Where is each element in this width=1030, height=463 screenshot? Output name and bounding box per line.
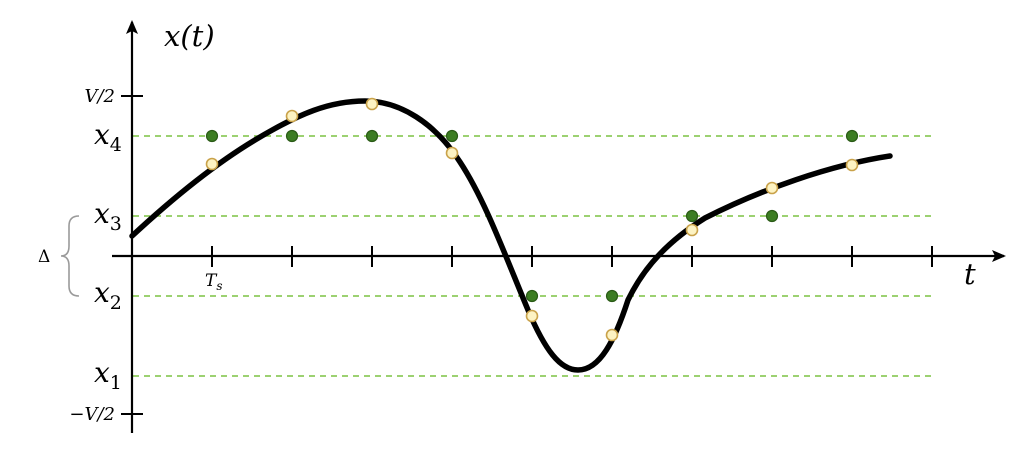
delta-brace — [60, 215, 80, 297]
sample-point — [365, 97, 379, 111]
quantized-point — [205, 129, 219, 143]
level-label-x4: x4 — [94, 118, 122, 156]
quantized-point — [845, 129, 859, 143]
level-label-x2: x2 — [94, 276, 122, 314]
sample-point — [845, 158, 859, 172]
y-axis-label: x(t) — [164, 19, 215, 53]
delta-label: Δ — [38, 247, 50, 267]
sample-point — [445, 146, 459, 160]
quantized-point — [765, 209, 779, 223]
y-tick-label-bottom: −V/2 — [69, 404, 115, 425]
quantized-samples — [205, 129, 859, 303]
signal-curve — [129, 98, 893, 373]
quantized-point — [525, 289, 539, 303]
sample-point — [205, 157, 219, 171]
y-tick-label-top: V/2 — [84, 86, 115, 107]
sample-point — [765, 181, 779, 195]
quantized-point — [285, 129, 299, 143]
signal-samples — [205, 97, 859, 342]
sampling-period-label: Ts — [205, 271, 223, 293]
quantized-point — [605, 289, 619, 303]
quantized-point — [445, 129, 459, 143]
quantized-point — [365, 129, 379, 143]
sample-point — [685, 223, 699, 237]
level-label-x1: x1 — [94, 356, 122, 394]
sample-point — [285, 109, 299, 123]
quantized-point — [685, 209, 699, 223]
sample-point — [605, 328, 619, 342]
sample-point — [525, 309, 539, 323]
x-axis-label: t — [964, 257, 976, 291]
level-label-x3: x3 — [94, 197, 122, 235]
axes — [112, 20, 1006, 433]
